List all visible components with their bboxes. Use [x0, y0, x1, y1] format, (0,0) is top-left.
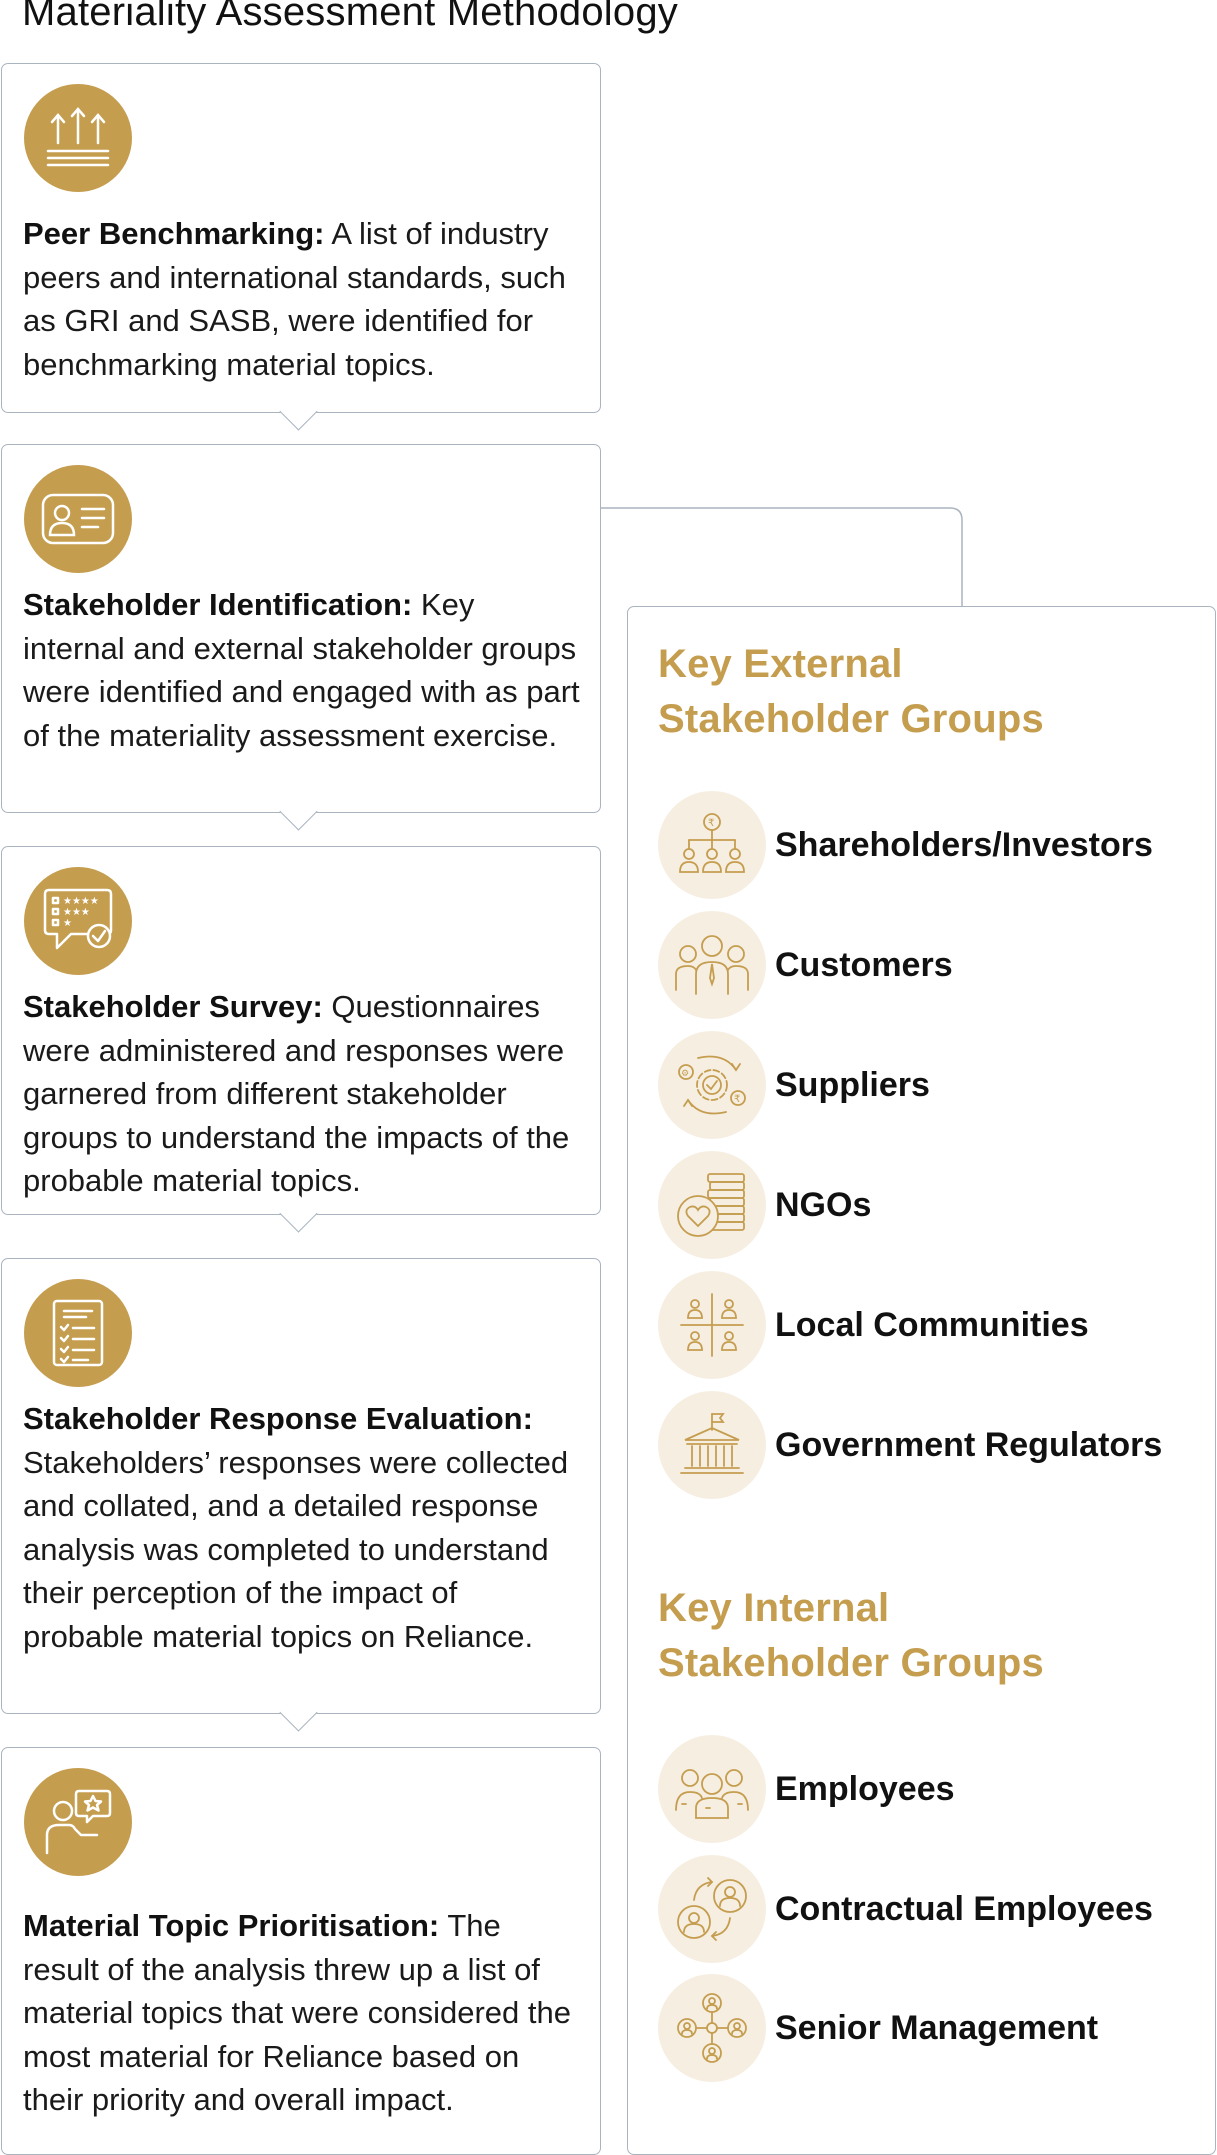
stakeholder-item-contractual-employees: Contractual Employees: [658, 1854, 1153, 1964]
step-title: Stakeholder Survey:: [23, 989, 323, 1024]
step-text: Key internal and external stakeholder gr…: [23, 587, 580, 753]
stakeholder-item-customers: Customers: [658, 910, 953, 1020]
svg-text:★★★★: ★★★★: [63, 896, 99, 907]
stakeholder-label: Local Communities: [775, 1305, 1089, 1344]
person-star-icon: [24, 1768, 132, 1876]
senior-management-icon: [658, 1974, 766, 2082]
step-title: Peer Benchmarking:: [23, 216, 325, 251]
stakeholder-item-ngos: NGOs: [658, 1150, 871, 1260]
svg-text:₹: ₹: [734, 1094, 740, 1105]
id-card-icon: [24, 465, 132, 573]
stakeholder-label: NGOs: [775, 1185, 872, 1224]
stakeholder-item-suppliers: ⚙ ₹ Suppliers: [658, 1030, 930, 1140]
svg-text:★: ★: [63, 918, 72, 929]
step-response-evaluation: Stakeholder Response Evaluation: Stakeho…: [1, 1258, 601, 1714]
step-peer-benchmarking: Peer Benchmarking: A list of industry pe…: [1, 63, 601, 413]
step-stakeholder-survey: ★★★★ ★★★ ★ Stakeholder Survey: Questionn…: [1, 846, 601, 1215]
investors-icon: ₹: [658, 791, 766, 899]
svg-text:⚙: ⚙: [681, 1069, 689, 1079]
contractual-employees-icon: [658, 1855, 766, 1963]
stakeholder-label: Government Regulators: [775, 1425, 1163, 1464]
step-text: The result of the analysis threw up a li…: [23, 1908, 571, 2117]
stakeholder-label: Contractual Employees: [775, 1889, 1153, 1928]
svg-text:★★★: ★★★: [63, 907, 90, 918]
stakeholder-label: Customers: [775, 945, 953, 984]
employees-icon: [658, 1735, 766, 1843]
stakeholder-label: Senior Management: [775, 2008, 1099, 2047]
arrows-up-icon: [24, 84, 132, 192]
step-title: Stakeholder Identification:: [23, 587, 413, 622]
stakeholder-label: Shareholders/Investors: [775, 825, 1153, 864]
stakeholder-label: Suppliers: [775, 1065, 930, 1104]
communities-icon: [658, 1271, 766, 1379]
stakeholder-item-government-regulators: Government Regulators: [658, 1390, 1162, 1500]
government-icon: [658, 1391, 766, 1499]
survey-rating-icon: ★★★★ ★★★ ★: [24, 867, 132, 975]
customers-icon: [658, 911, 766, 1019]
internal-groups-title: Key Internal Stakeholder Groups: [658, 1586, 1044, 1685]
step-text: A list of industry peers and internation…: [23, 216, 566, 382]
stakeholder-label: Employees: [775, 1769, 955, 1808]
step-title: Stakeholder Response Evaluation:: [23, 1401, 533, 1436]
suppliers-icon: ⚙ ₹: [658, 1031, 766, 1139]
stakeholder-item-shareholders: ₹ Shareholders/Investors: [658, 790, 1153, 900]
step-title: Material Topic Prioritisation:: [23, 1908, 440, 1943]
stakeholder-item-local-communities: Local Communities: [658, 1270, 1089, 1380]
svg-text:₹: ₹: [708, 818, 714, 829]
stakeholder-item-senior-management: Senior Management: [658, 1973, 1098, 2083]
checklist-icon: [24, 1279, 132, 1387]
stakeholder-item-employees: Employees: [658, 1734, 955, 1844]
step-text: Questionnaires were administered and res…: [23, 989, 570, 1198]
stakeholder-groups-panel: Key External Stakeholder Groups ₹ Shareh…: [627, 606, 1216, 2155]
ngo-icon: [658, 1151, 766, 1259]
page-title: Materiality Assessment Methodology: [22, 0, 678, 34]
external-groups-title: Key External Stakeholder Groups: [658, 642, 1044, 741]
step-text: Stakeholders’ responses were collected a…: [23, 1444, 569, 1654]
step-topic-prioritisation: Material Topic Prioritisation: The resul…: [1, 1747, 601, 2155]
step-stakeholder-identification: Stakeholder Identification: Key internal…: [1, 444, 601, 813]
